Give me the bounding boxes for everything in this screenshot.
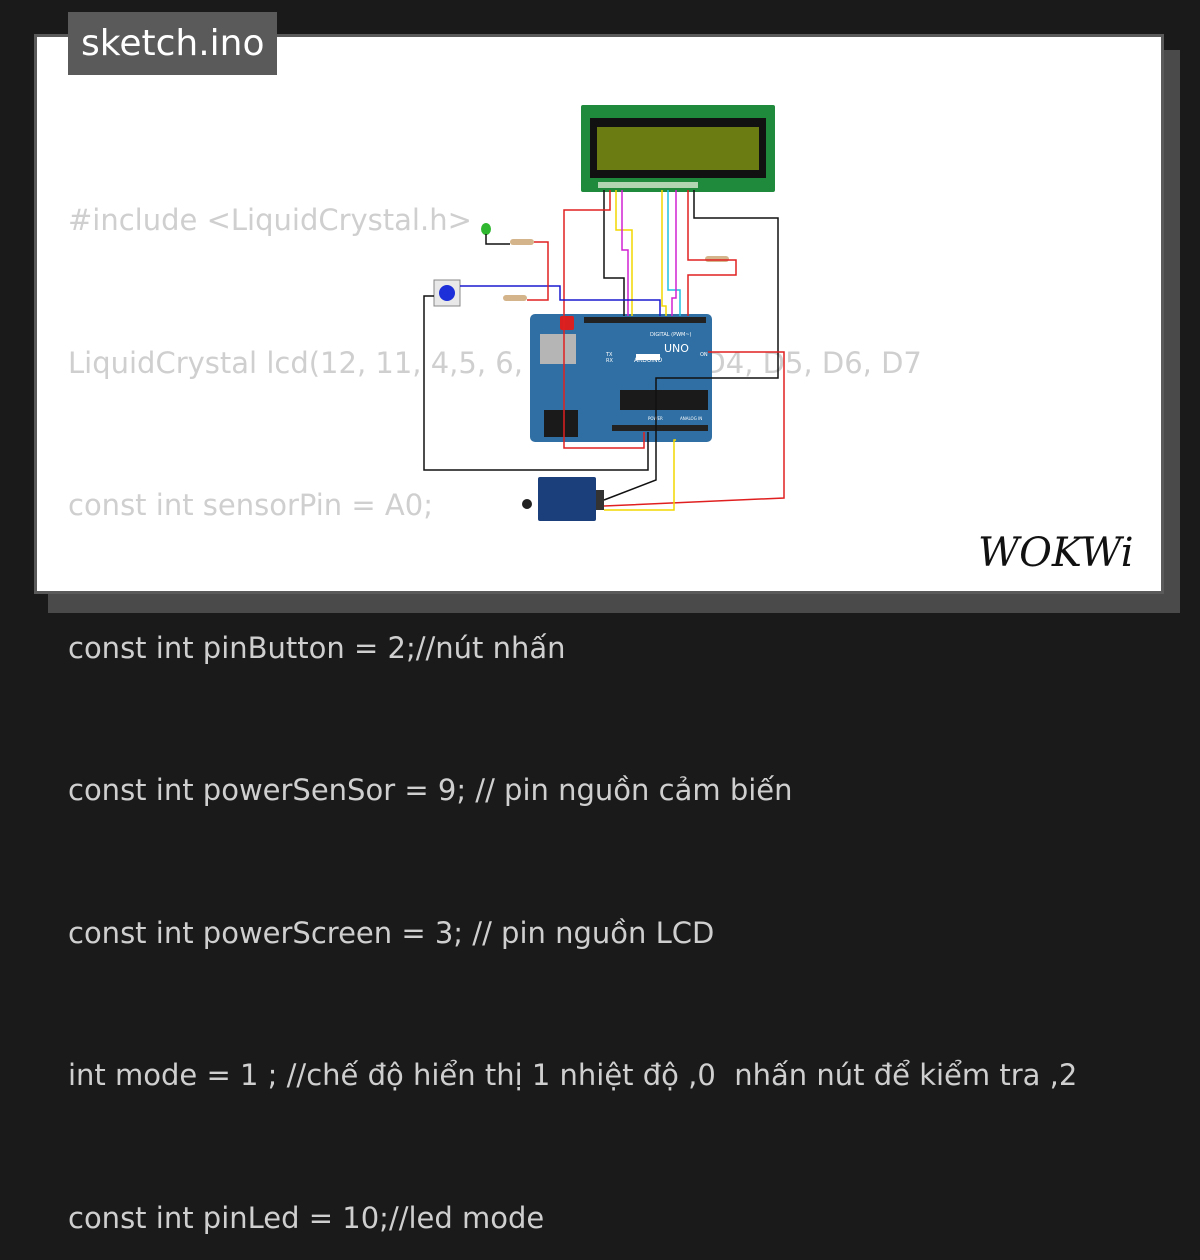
on-label: ON (700, 352, 708, 358)
code-line: #include <LiquidCrystal.h> (68, 203, 472, 237)
wire-yellow (615, 190, 633, 316)
tx-label: TX (605, 352, 613, 358)
digital-header (584, 317, 706, 323)
sensor-board (538, 477, 596, 521)
resistor-led (510, 239, 534, 245)
wire-black (485, 234, 510, 245)
wires (423, 190, 785, 511)
button-cap (439, 285, 455, 301)
lcd-screen (597, 127, 759, 170)
wire-red (527, 241, 549, 301)
lcd-module (581, 105, 775, 192)
wire-red (603, 351, 785, 507)
push-button (433, 279, 461, 307)
led-body (481, 223, 491, 235)
rx-label: RX (606, 358, 613, 364)
reset-button (560, 316, 574, 330)
circuit-diagram: DIGITAL (PWM~) UNO ARDUINO ON TX RX POWE… (423, 105, 785, 521)
code-line: const int sensorPin = A0; (68, 488, 433, 522)
resistor-button (503, 295, 527, 301)
thermistor (522, 499, 532, 509)
board-brand: ARDUINO (634, 357, 663, 364)
code-line: const int powerSenSor = 9; // pin nguồn … (68, 773, 793, 807)
sketch-title: sketch.ino (68, 12, 278, 75)
atmega-chip (620, 390, 708, 410)
wire-red (687, 190, 737, 316)
code-line: const int powerScreen = 3; // pin nguồn … (68, 915, 715, 950)
lcd-pin-header (598, 182, 698, 188)
wire-black (423, 295, 649, 471)
wire-magenta (671, 190, 677, 316)
wire-black (603, 190, 779, 501)
wire-black (603, 190, 625, 316)
code-line: const int pinButton = 2;//nút nhấn (68, 630, 566, 665)
sensor-header (596, 490, 604, 510)
digital-label: DIGITAL (PWM~) (650, 332, 692, 338)
wire-yellow (604, 439, 676, 511)
wire-yellow (661, 190, 667, 316)
arduino-logo (636, 354, 660, 360)
resistor-lcd (705, 256, 729, 262)
usb-port (540, 334, 576, 364)
resistors (503, 239, 729, 301)
code-line: const int pinLed = 10;//led mode (68, 1200, 545, 1235)
temperature-sensor (522, 477, 604, 521)
logo-text: WOKWi (978, 530, 1134, 576)
analog-header (612, 425, 708, 431)
wire-blue (460, 285, 661, 316)
wokwi-logo: WOKWi (978, 530, 1134, 576)
code-line: int mode = 1 ; //chế độ hiển thị 1 nhiệt… (68, 1058, 1078, 1092)
wire-cyan (667, 190, 681, 316)
board-model: UNO (664, 342, 689, 355)
power-jack (544, 410, 578, 437)
analog-label: ANALOG IN (680, 416, 702, 421)
wire-red (563, 190, 645, 449)
wire-magenta (621, 190, 629, 316)
arduino-uno: DIGITAL (PWM~) UNO ARDUINO ON TX RX POWE… (530, 314, 712, 442)
green-led (481, 223, 491, 235)
